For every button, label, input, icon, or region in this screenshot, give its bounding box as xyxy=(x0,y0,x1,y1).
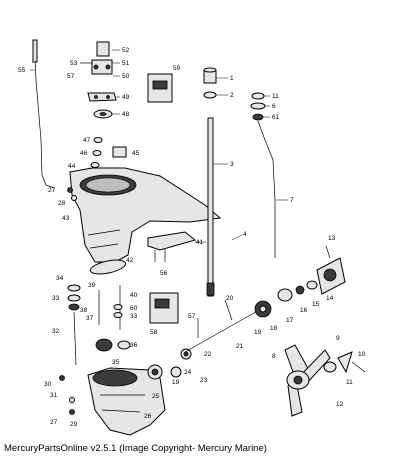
callout-59: 60 xyxy=(130,305,138,312)
callout-10: 10 xyxy=(358,351,366,358)
callout-3: 3 xyxy=(230,161,234,168)
callout-11-top: 11 xyxy=(272,93,279,100)
part-shift-linkage-top xyxy=(80,41,113,75)
callout-29: 30 xyxy=(44,381,52,388)
part-small-bits xyxy=(90,137,103,168)
callout-7: 7 xyxy=(290,197,294,204)
part-driveshaft xyxy=(206,117,215,297)
callout-54: 57 xyxy=(67,73,75,80)
callout-20: 20 xyxy=(226,295,234,302)
part-studs xyxy=(98,285,123,330)
part-forward-gear xyxy=(254,257,346,318)
callout-57: 58 xyxy=(150,329,158,336)
part-screw-13 xyxy=(325,245,331,259)
callout-6: 6 xyxy=(272,103,276,110)
callout-52: 53 xyxy=(70,60,78,67)
callout-31: 32 xyxy=(52,328,60,335)
callout-53: 55 xyxy=(18,67,26,74)
part-plate-41 xyxy=(89,259,127,275)
part-decal-58 xyxy=(147,73,173,103)
callout-32: 33 xyxy=(52,295,60,302)
callout-45: 46 xyxy=(80,150,88,157)
image-copyright-caption: MercuryPartsOnline v2.5.1 (Image Copyrig… xyxy=(4,443,267,454)
part-decal-57 xyxy=(149,292,179,324)
callout-35: 36 xyxy=(130,342,138,349)
callout-22: 22 xyxy=(204,351,212,358)
callout-21: 21 xyxy=(236,343,244,350)
callout-14: 14 xyxy=(326,295,334,302)
callout-28-top: 28 xyxy=(58,200,66,207)
part-fasteners-left xyxy=(59,187,77,415)
callout-30: 31 xyxy=(50,392,58,399)
callout-50: 51 xyxy=(122,60,130,67)
callout-60: 61 xyxy=(272,114,280,121)
callout-33-b: 33 xyxy=(130,313,138,320)
part-shift-rod-7 xyxy=(257,120,276,258)
callout-labels: 55 52 53 51 57 50 49 48 47 46 45 44 59 2… xyxy=(18,47,366,428)
callout-46: 47 xyxy=(83,137,91,144)
part-washers-left xyxy=(67,284,81,311)
callout-44: 45 xyxy=(132,150,140,157)
callout-43: 44 xyxy=(68,163,76,170)
callout-13: 13 xyxy=(328,235,336,242)
part-bearing-34-35 xyxy=(95,338,131,352)
callout-9: 9 xyxy=(336,335,340,342)
part-propeller xyxy=(284,344,366,417)
callout-8: 8 xyxy=(272,353,276,360)
callout-19-b: 19 xyxy=(172,379,180,386)
callout-49: 50 xyxy=(122,73,130,80)
callout-51: 52 xyxy=(122,47,130,54)
callout-25: 25 xyxy=(152,393,160,400)
callout-28-bottom: 29 xyxy=(70,421,78,428)
callout-41: 42 xyxy=(126,257,134,264)
callout-27-bottom: 27 xyxy=(50,419,58,426)
callout-48: 49 xyxy=(122,94,130,101)
callout-36: 37 xyxy=(86,315,94,322)
callout-37: 38 xyxy=(80,307,88,314)
callout-55: 56 xyxy=(160,270,168,277)
callout-17: 17 xyxy=(286,317,294,324)
callout-11-bottom: 11 xyxy=(346,379,353,386)
callout-16: 16 xyxy=(300,307,308,314)
part-bracket-40 xyxy=(147,231,197,262)
part-plate-48 xyxy=(87,92,117,102)
callout-26: 26 xyxy=(144,413,152,420)
callout-1: 1 xyxy=(230,75,234,82)
part-gear-housing xyxy=(87,367,166,436)
callout-4: 4 xyxy=(243,231,247,238)
callout-42: 43 xyxy=(62,215,70,222)
callout-15: 15 xyxy=(312,301,320,308)
callout-40: 41 xyxy=(196,239,204,246)
callout-58: 59 xyxy=(173,65,181,72)
part-gear-stack xyxy=(147,348,192,380)
callout-34: 35 xyxy=(112,359,120,366)
callout-2: 2 xyxy=(230,92,234,99)
callout-38: 39 xyxy=(88,282,96,289)
part-washers-right xyxy=(250,92,266,121)
callout-56: 57 xyxy=(188,313,196,320)
part-driveshaft-housing xyxy=(69,167,222,263)
callout-18: 18 xyxy=(270,325,278,332)
callout-27-top: 27 xyxy=(48,187,56,194)
leader-lines xyxy=(30,49,288,243)
part-block-44 xyxy=(112,146,127,158)
part-seal-47 xyxy=(93,109,113,119)
callout-23: 23 xyxy=(200,377,208,384)
callout-33-a: 34 xyxy=(56,275,64,282)
part-shift-shaft xyxy=(32,39,55,189)
callout-24: 24 xyxy=(184,369,192,376)
part-cap-1 xyxy=(203,67,217,99)
callout-19-a: 19 xyxy=(254,329,262,336)
callout-47: 48 xyxy=(122,111,130,118)
part-prop-shaft xyxy=(184,299,266,353)
part-stud-31 xyxy=(73,311,77,366)
callout-39: 40 xyxy=(130,292,138,299)
callout-12: 12 xyxy=(336,401,344,408)
